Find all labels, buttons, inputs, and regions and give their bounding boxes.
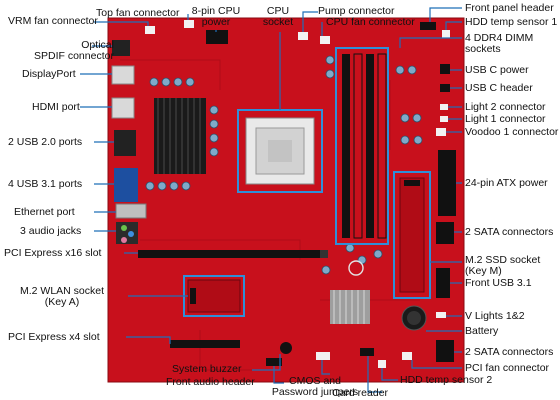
system-buzzer: [280, 342, 292, 354]
label-sata-bottom: 2 SATA connectors: [465, 346, 554, 358]
pcie-x16-slot: [138, 250, 328, 258]
vrm-heatsink: [154, 98, 206, 174]
label-battery: Battery: [465, 325, 499, 337]
label-ddr4: 4 DDR4 DIMM sockets: [465, 32, 534, 55]
label-m2-ssd: M.2 SSD socket (Key M): [465, 254, 541, 277]
label-front-audio: Front audio header: [166, 376, 255, 388]
dimm-slot-3: [366, 54, 374, 238]
label-displayport: DisplayPort: [22, 68, 76, 80]
cpu-fan-connector: [320, 36, 330, 44]
label-cpu-socket: CPU socket: [262, 5, 294, 28]
v-lights-connector: [436, 312, 446, 318]
dimm-sockets-frame: [335, 47, 389, 245]
label-voodoo: Voodoo 1 connector: [465, 126, 559, 138]
front-audio-header: [266, 358, 282, 366]
cpu-power-connector: [206, 30, 228, 44]
label-vlights: V Lights 1&2: [465, 310, 525, 322]
front-usb31: [436, 268, 450, 298]
label-usbc-header: USB C header: [465, 82, 533, 94]
m2-ssd-frame: [393, 171, 431, 299]
label-front-panel: Front panel header: [465, 2, 554, 14]
dimm-slot-4: [377, 53, 387, 239]
audio-jacks: [116, 222, 138, 244]
hdd-temp-sensor-1: [442, 30, 450, 38]
voodoo-connector: [436, 128, 446, 136]
label-pcie-x16: PCI Express x16 slot: [4, 247, 102, 259]
label-light1: Light 1 connector: [465, 113, 546, 125]
label-hdmi: HDMI port: [32, 101, 80, 113]
label-pcie-x4: PCI Express x4 slot: [8, 331, 100, 343]
chipset-heatsink: [330, 290, 370, 324]
hdd-temp-sensor-2: [378, 360, 386, 368]
label-optical-spdif: Optical SPDIF connector: [34, 39, 114, 62]
label-m2-wlan: M.2 WLAN socket (Key A): [19, 285, 105, 308]
atx-24-pin: [438, 150, 456, 216]
label-usbc-power: USB C power: [465, 64, 529, 76]
label-light2: Light 2 connector: [465, 101, 546, 113]
sata-connectors-top: [436, 222, 454, 244]
light-2-connector: [440, 104, 448, 110]
ethernet-port: [115, 203, 147, 219]
label-card-reader: Card reader: [332, 387, 389, 399]
usb20-ports: [114, 130, 136, 156]
usb-c-power: [440, 64, 450, 74]
card-reader-header: [360, 348, 374, 356]
label-cpu-fan: CPU fan connector: [326, 16, 415, 28]
m2-ssd-socket: [399, 177, 425, 293]
usb31-ports: [114, 168, 138, 202]
label-top-fan: Top fan connector: [96, 7, 180, 19]
label-usb20: 2 USB 2.0 ports: [8, 136, 83, 148]
displayport: [111, 65, 135, 85]
label-atx24: 24-pin ATX power: [465, 177, 548, 189]
label-pci-fan: PCI fan connector: [465, 362, 550, 374]
label-audio-jacks: 3 audio jacks: [20, 225, 82, 237]
m2-wlan-socket: [187, 279, 241, 313]
label-sata-top: 2 SATA connectors: [465, 226, 554, 238]
hdmi-port: [111, 97, 135, 119]
label-ethernet: Ethernet port: [14, 206, 75, 218]
label-cpu-power: 8-pin CPU power: [191, 5, 241, 28]
label-pump: Pump connector: [318, 5, 395, 17]
label-buzzer: System buzzer: [172, 363, 242, 375]
usb-c-header: [440, 84, 450, 92]
label-usb31: 4 USB 3.1 ports: [8, 178, 83, 190]
top-fan-connector: [184, 20, 194, 28]
label-vrm-fan: VRM fan connector: [8, 15, 98, 27]
leader-lines: [80, 7, 462, 393]
pcie-x4-slot: [170, 340, 240, 348]
pci-fan-connector: [402, 352, 412, 360]
label-hdd-temp2: HDD temp sensor 2: [400, 374, 493, 386]
front-panel-header: [420, 22, 436, 30]
dimm-slot-2: [353, 53, 363, 239]
label-front-usb31: Front USB 3.1: [465, 277, 532, 289]
sata-connectors-bottom: [436, 340, 454, 362]
pump-connector: [298, 32, 308, 40]
cmos-jumpers: [316, 352, 330, 360]
light-1-connector: [440, 116, 448, 122]
optical-spdif-connector: [112, 40, 130, 56]
dimm-slot-1: [342, 54, 350, 238]
vrm-fan-connector: [145, 26, 155, 34]
label-hdd-temp1: HDD temp sensor 1: [465, 16, 558, 28]
label-cmos: CMOS and Password jumpers: [271, 375, 359, 398]
hp-logo: [348, 260, 364, 276]
